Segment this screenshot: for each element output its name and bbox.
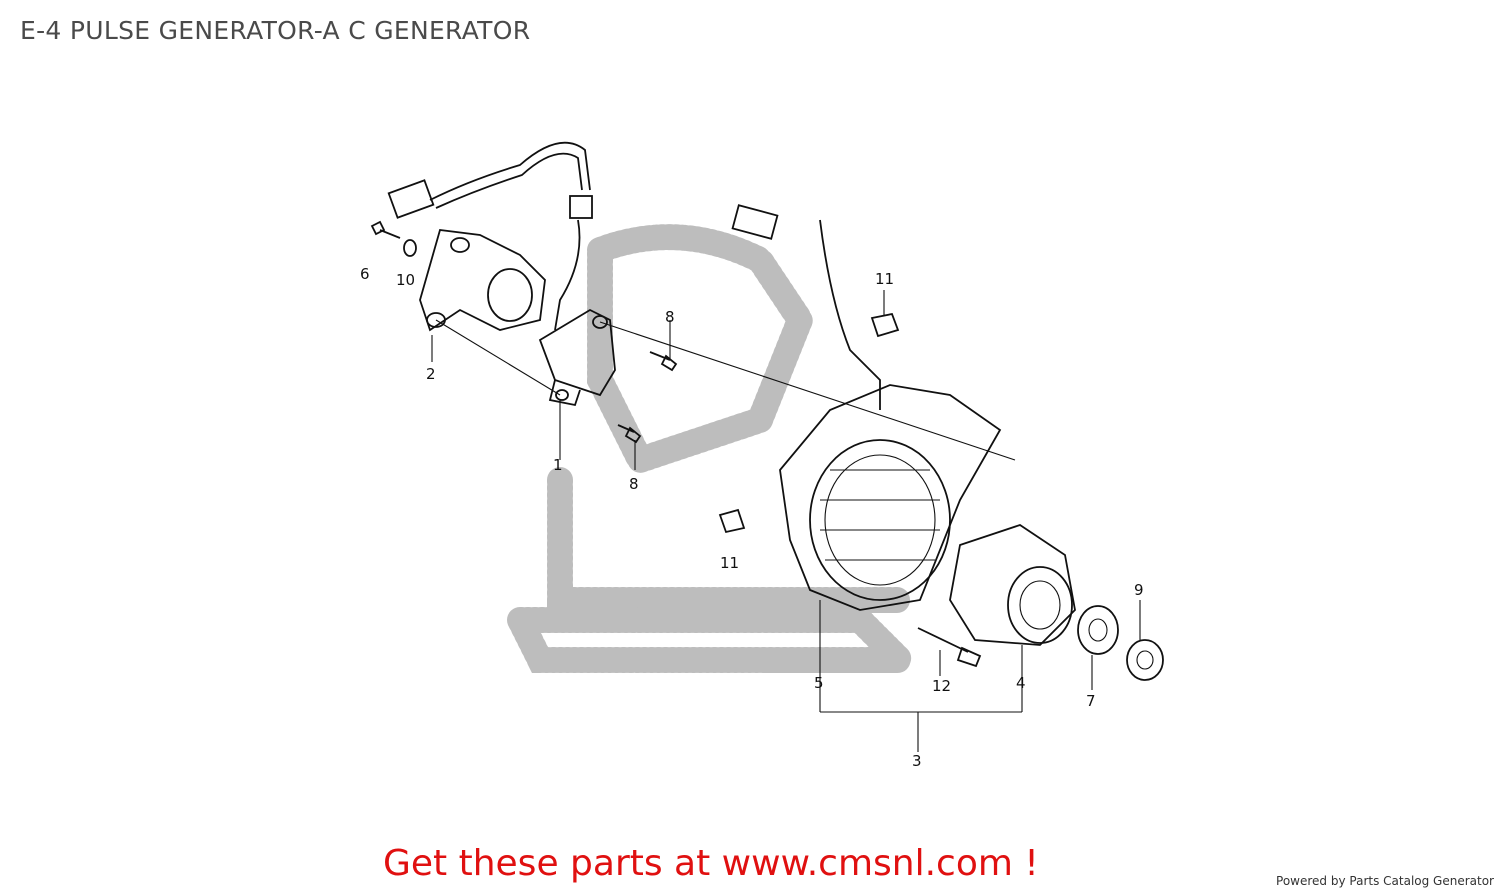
washer-and-nut xyxy=(1077,605,1164,681)
callout-11-upper: 11 xyxy=(875,270,894,288)
leader-lines xyxy=(431,290,1141,752)
callout-3: 3 xyxy=(912,752,922,770)
callout-9: 9 xyxy=(1134,581,1144,599)
callout-8-lower: 8 xyxy=(629,475,639,493)
callout-4: 4 xyxy=(1016,674,1026,692)
callout-1: 1 xyxy=(553,456,563,474)
bolts xyxy=(370,220,982,668)
callout-5: 5 xyxy=(814,674,824,692)
callout-11-lower: 11 xyxy=(720,554,739,572)
powered-by-footer: Powered by Parts Catalog Generator xyxy=(1276,874,1494,888)
callout-2: 2 xyxy=(426,365,436,383)
callout-12: 12 xyxy=(932,677,951,695)
bracket-part-2 xyxy=(419,229,546,332)
callout-10: 10 xyxy=(396,271,415,289)
stator-part-5 xyxy=(731,204,1002,611)
callout-8-upper: 8 xyxy=(665,308,675,326)
pulse-generator-harness xyxy=(387,141,593,331)
callout-labels: 6 10 2 8 1 8 11 11 9 5 12 4 7 3 xyxy=(360,265,1144,770)
page-title: E-4 PULSE GENERATOR-A C GENERATOR xyxy=(20,16,531,45)
callout-6: 6 xyxy=(360,265,370,283)
flywheel-part-4 xyxy=(949,524,1076,646)
get-parts-link[interactable]: Get these parts at www.cmsnl.com ! xyxy=(383,843,1039,884)
callout-7: 7 xyxy=(1086,692,1096,710)
watermark xyxy=(498,224,932,673)
